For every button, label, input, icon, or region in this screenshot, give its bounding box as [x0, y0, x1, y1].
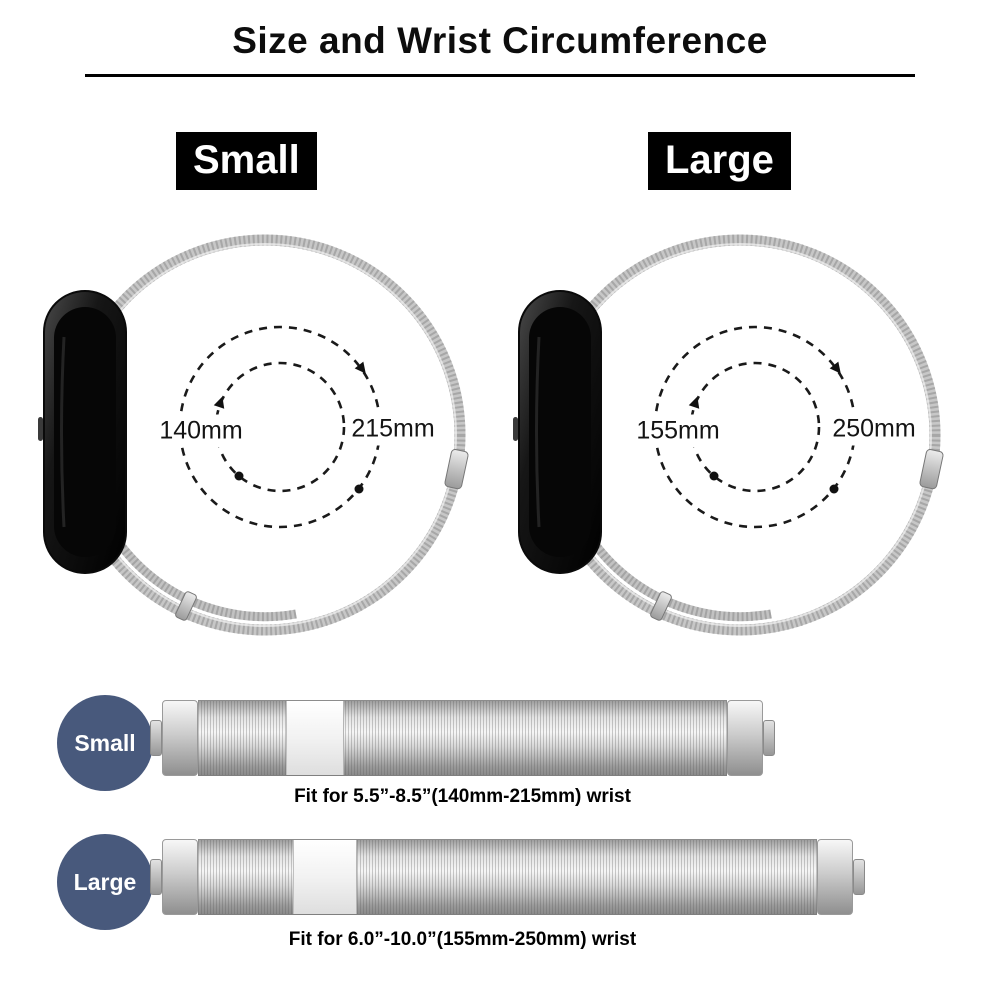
- strap-clasp: [293, 840, 357, 914]
- max-circumference-large: 250mm: [827, 412, 921, 446]
- strap-size-badge-small: Small: [57, 695, 153, 791]
- band-keeper: [650, 591, 672, 621]
- strap-mesh: [198, 700, 727, 776]
- watch-body: [38, 290, 127, 574]
- min-circumference-large: 155mm: [631, 414, 725, 448]
- magnetic-clasp: [919, 448, 944, 490]
- strap-pin-left: [150, 720, 162, 756]
- max-circumference-small: 215mm: [346, 412, 440, 446]
- strap-connector-right: [727, 700, 763, 776]
- strap-pin-left: [150, 859, 162, 895]
- fit-text-small: Fit for 5.5”-8.5”(140mm-215mm) wrist: [294, 786, 631, 807]
- strap-pin-right: [763, 720, 775, 756]
- band-keeper: [175, 591, 197, 621]
- watch-band-illustration-large: [513, 234, 944, 636]
- strap-size-badge-large: Large: [57, 834, 153, 930]
- strap-mesh: [198, 839, 817, 915]
- fit-text-large: Fit for 6.0”-10.0”(155mm-250mm) wrist: [288, 929, 637, 950]
- strap-connector-left: [162, 839, 198, 915]
- watch-body: [513, 290, 602, 574]
- strap-connector-left: [162, 700, 198, 776]
- size-badge-small: Small: [176, 132, 317, 190]
- strap-image-small: [150, 700, 775, 776]
- strap-pin-right: [853, 859, 865, 895]
- measurement-arrows: [213, 361, 366, 494]
- page-title: Size and Wrist Circumference: [232, 20, 768, 61]
- strap-image-large: [150, 839, 865, 915]
- watch-side-button: [513, 417, 518, 441]
- strap-size-label-large: Large: [73, 868, 137, 895]
- size-badge-large: Large: [648, 132, 791, 190]
- strap-connector-right: [817, 839, 853, 915]
- magnetic-clasp: [444, 448, 469, 490]
- strap-size-label-small: Small: [74, 729, 136, 756]
- measurement-arrows: [688, 361, 841, 494]
- min-circumference-small: 140mm: [154, 414, 248, 448]
- title-underline: [85, 74, 915, 77]
- strap-clasp: [286, 701, 344, 775]
- watch-side-button: [38, 417, 43, 441]
- watch-band-illustration-small: [38, 234, 469, 636]
